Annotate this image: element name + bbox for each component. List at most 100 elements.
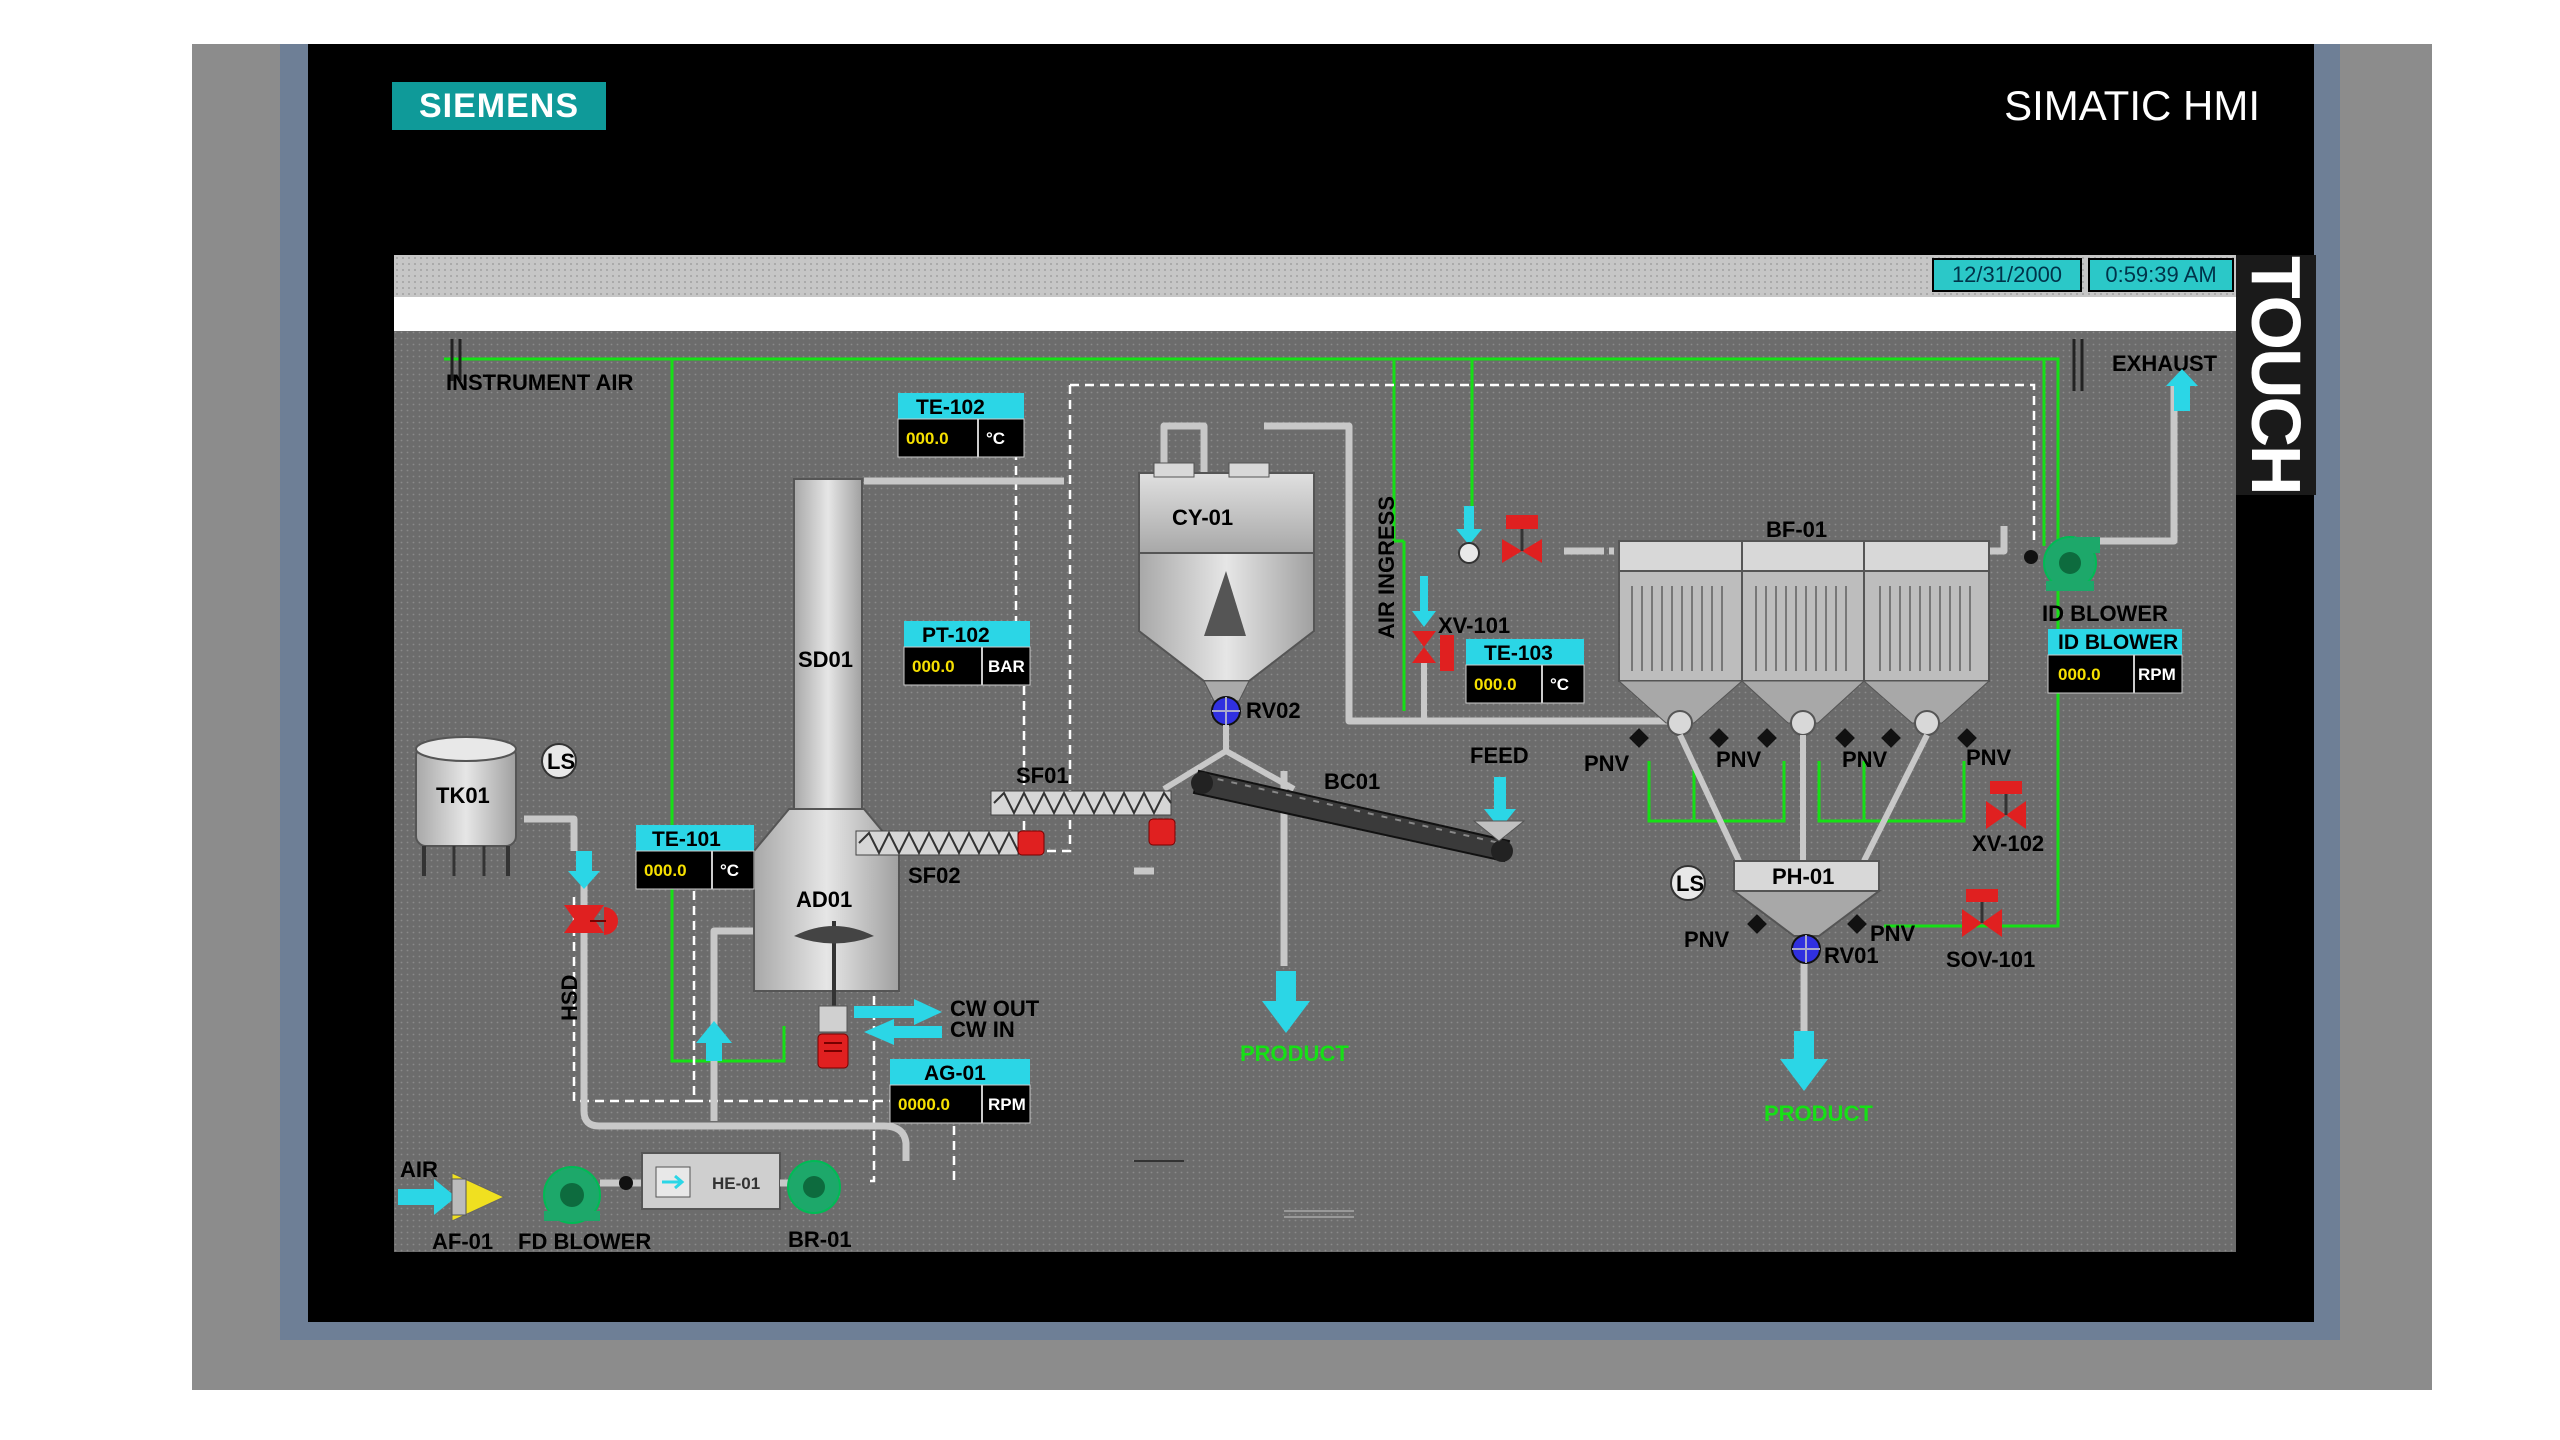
sd01-label: SD01: [798, 647, 853, 672]
pnv-label-2: PNV: [1716, 747, 1762, 772]
bag-filter-bf01: [1617, 540, 1991, 736]
cy01-label: CY-01: [1172, 505, 1233, 530]
bf01-label: BF-01: [1766, 517, 1827, 542]
agitator-gearbox: [818, 1005, 848, 1033]
ad01-label: AD01: [796, 887, 852, 912]
product-label-2: PRODUCT: [1764, 1101, 1873, 1126]
svg-text:AG-01: AG-01: [924, 1062, 986, 1085]
heat-exchanger-he01[interactable]: HE-01: [641, 1152, 781, 1210]
xv101-valve[interactable]: [1412, 631, 1454, 671]
level-switch-ph01[interactable]: LS: [1670, 865, 1706, 901]
xv102-label: XV-102: [1972, 831, 2044, 856]
sf02-label: SF02: [908, 863, 961, 888]
svg-text:TE-102: TE-102: [916, 396, 985, 419]
xv102-valve[interactable]: [1986, 781, 2026, 829]
svg-text:TE-103: TE-103: [1484, 642, 1553, 665]
air-inlet-arrow-icon: [398, 1179, 456, 1215]
hsd-flow-arrow-icon: [568, 851, 600, 889]
exhaust-label: EXHAUST: [2112, 351, 2218, 376]
id-blower-icon[interactable]: [2043, 536, 2100, 591]
tag-te101[interactable]: TE-101 000.0 °C: [635, 825, 755, 890]
sf01-motor-icon: [1148, 818, 1176, 846]
product-arrow-icon-1: [1262, 971, 1310, 1033]
pnv-label-1: PNV: [1584, 751, 1630, 776]
tag-te103[interactable]: TE-103 000.0 °C: [1465, 639, 1585, 704]
tag-id-blower[interactable]: ID BLOWER 000.0 RPM: [2047, 629, 2183, 694]
agitator-icon: [794, 921, 874, 1011]
br01-label: BR-01: [788, 1227, 852, 1252]
simatic-hmi-title: SIMATIC HMI: [2004, 82, 2260, 129]
rv02-label: RV02: [1246, 698, 1301, 723]
tk01-label: TK01: [436, 783, 490, 808]
time-display: 0:59:39 AM: [2088, 258, 2234, 292]
svg-text:000.0: 000.0: [644, 861, 687, 880]
cw-out-arrow-icon: [854, 999, 942, 1025]
he01-label: HE-01: [712, 1174, 760, 1193]
fd-blower-label: FD BLOWER: [518, 1229, 651, 1252]
pnv-label-3: PNV: [1842, 747, 1888, 772]
hmi-top-bar: [394, 255, 2236, 297]
air-ingress-label: AIR INGRESS: [1374, 496, 1399, 639]
hsd-label: HSD: [557, 975, 582, 1021]
bc01-label: BC01: [1324, 769, 1380, 794]
tag-te102[interactable]: TE-102 000.0 °C: [897, 393, 1025, 458]
process-background: [394, 331, 2236, 1252]
product-hopper-ph01: [1731, 860, 1882, 937]
tank-tk01: [415, 736, 517, 876]
svg-text:ID BLOWER: ID BLOWER: [2058, 631, 2178, 654]
date-display: 12/31/2000: [1932, 258, 2082, 292]
svg-text:000.0: 000.0: [912, 657, 955, 676]
level-switch-tk01[interactable]: LS: [541, 743, 577, 779]
rotary-valve-rv02[interactable]: [1211, 696, 1241, 726]
svg-text:BAR: BAR: [988, 657, 1025, 676]
svg-text:°C: °C: [986, 429, 1005, 448]
br01-burner-blower-icon[interactable]: [787, 1160, 841, 1214]
process-screen: INSTRUMENT AIR EXHAUST SD01 AD01 CW OUT …: [394, 331, 2236, 1252]
feed-arrow-icon: [1484, 777, 1516, 829]
rv01-label: RV01: [1824, 943, 1879, 968]
svg-text:000.0: 000.0: [2058, 665, 2101, 684]
product-label-1: PRODUCT: [1240, 1041, 1349, 1066]
cw-in-label: CW IN: [950, 1017, 1015, 1042]
product-arrow-icon-2: [1780, 1031, 1828, 1091]
hsd-control-valve[interactable]: [564, 905, 618, 935]
svg-text:TE-101: TE-101: [652, 828, 721, 851]
tag-pt102[interactable]: PT-102 000.0 BAR: [903, 621, 1031, 686]
fd-blower-icon[interactable]: [543, 1166, 601, 1224]
agitator-motor-icon: [817, 1033, 849, 1069]
tag-ag01[interactable]: AG-01 0000.0 RPM: [889, 1059, 1031, 1124]
screw-feeder-sf02: [855, 830, 1028, 856]
svg-text:000.0: 000.0: [906, 429, 949, 448]
pnv-label-6: PNV: [1870, 921, 1916, 946]
svg-text:PT-102: PT-102: [922, 624, 990, 647]
svg-text:RPM: RPM: [2138, 665, 2176, 684]
pnv-label-4: PNV: [1966, 745, 2012, 770]
feed-label: FEED: [1470, 743, 1529, 768]
spray-dryer-sd01: [793, 478, 863, 810]
svg-text:0000.0: 0000.0: [898, 1095, 950, 1114]
svg-text:LS: LS: [547, 749, 575, 774]
ph01-label: PH-01: [1772, 864, 1834, 889]
af01-label: AF-01: [432, 1229, 493, 1252]
svg-text:RPM: RPM: [988, 1095, 1026, 1114]
cyclone-cy01-body: [1138, 472, 1315, 554]
air-ingress-valve[interactable]: [1502, 515, 1542, 563]
id-blower-label: ID BLOWER: [2042, 601, 2168, 626]
svg-text:°C: °C: [720, 861, 739, 880]
process-diagram: INSTRUMENT AIR EXHAUST SD01 AD01 CW OUT …: [394, 331, 2236, 1252]
belt-conveyor-bc01: [1191, 769, 1513, 863]
rotary-valve-rv01[interactable]: [1791, 934, 1821, 964]
touch-label: TOUCH: [2236, 255, 2316, 495]
xv101-label: XV-101: [1438, 613, 1510, 638]
air-filter-af01: [451, 1172, 506, 1222]
cw-out-label: CW OUT: [950, 996, 1040, 1021]
svg-text:000.0: 000.0: [1474, 675, 1517, 694]
siemens-logo: SIEMENS: [392, 82, 606, 130]
svg-text:LS: LS: [1676, 871, 1704, 896]
sf02-motor-icon: [1017, 830, 1045, 856]
air-ingress-arrow-icon-2: [1412, 576, 1436, 627]
sov101-valve[interactable]: [1962, 889, 2002, 937]
sov101-label: SOV-101: [1946, 947, 2035, 972]
pnv-markers: [1629, 728, 1977, 748]
svg-text:°C: °C: [1550, 675, 1569, 694]
